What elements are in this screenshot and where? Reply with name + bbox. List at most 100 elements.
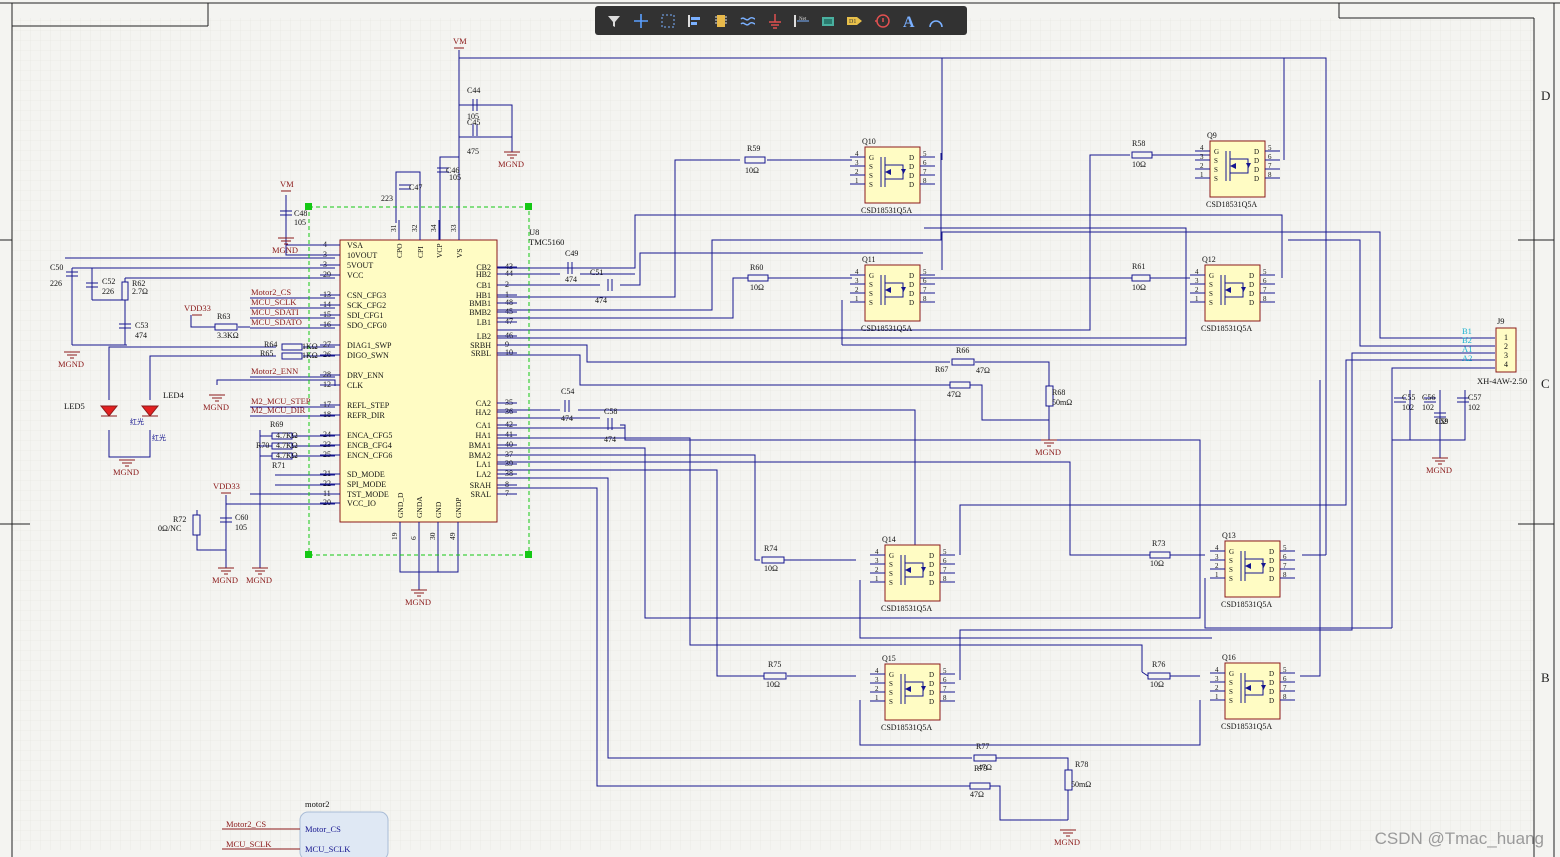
svg-text:D: D [1254,148,1259,156]
crosshair-icon[interactable] [628,8,654,34]
net-label[interactable]: M2_MCU_DIR [251,405,306,415]
resistor-ref: R78 [1075,760,1088,769]
arc-icon[interactable] [923,8,949,34]
align-icon[interactable] [681,8,707,34]
svg-text:A: A [903,14,915,29]
selection-box[interactable] [305,203,532,558]
svg-text:7: 7 [1283,684,1287,692]
svg-text:6: 6 [943,557,947,565]
capacitor-ref: C56 [1422,393,1435,402]
capacitor-ref: C55 [1402,393,1415,402]
svg-text:2: 2 [1195,286,1199,294]
sheet-port: Motor_CS [305,824,341,834]
svg-text:7: 7 [1283,562,1287,570]
net-label[interactable]: MCU_SCLK [251,297,297,307]
led-group[interactable]: LED5 LED4 红光 红光 [64,390,185,442]
component-icon[interactable] [708,8,734,34]
ic-u8[interactable]: U8 TMC5160 VSA410VOUT35VOUT3VCC29CSN_CFG… [320,220,564,542]
svg-text:1: 1 [1215,571,1219,579]
svg-text:D1: D1 [849,19,856,25]
net-label[interactable]: M2_MCU_STEP [251,396,311,406]
ground-icon[interactable] [762,8,788,34]
svg-text:G: G [889,552,894,560]
net-label[interactable]: MCU_SDATI [251,307,299,317]
power-label: MGND [1426,465,1452,475]
sheet-symbol-motor2[interactable]: motor2 Motor_CS MCU_SCLK Motor2_CS MCU_S… [222,799,389,857]
svg-text:4: 4 [1195,268,1199,276]
harness-icon[interactable] [815,8,841,34]
text-icon[interactable]: A [896,8,922,34]
svg-text:4: 4 [855,150,859,158]
net-label[interactable]: Motor2_CS [251,287,291,297]
select-rect-icon[interactable] [655,8,681,34]
ic-pin-name: HB2 [476,270,491,279]
ic-pin-number: 34 [429,224,438,232]
port-icon[interactable]: D1 [842,8,868,34]
resistor-ref: R69 [270,420,283,429]
capacitor-value: 102 [1422,403,1434,412]
svg-text:5: 5 [943,667,947,675]
filter-icon[interactable] [601,8,627,34]
resistor-ref: R58 [1132,139,1145,148]
net-label-icon[interactable]: Net [789,8,815,34]
net-label[interactable]: Motor2_ENN [251,366,298,376]
resistor-ref: R60 [750,263,763,272]
resistor-ref: R76 [1152,660,1165,669]
net-icon[interactable] [735,8,761,34]
ic-pin-name: SPI_MODE [347,480,386,489]
net-label[interactable]: MCU_SDATO [251,317,302,327]
connector-j9[interactable]: J9 XH-4AW-2.50 1 2 3 4 B1 B2 A1 A2 [1462,316,1527,386]
svg-text:G: G [1229,548,1234,556]
ic-pin-name: VSA [347,241,363,250]
param-icon[interactable] [869,8,895,34]
